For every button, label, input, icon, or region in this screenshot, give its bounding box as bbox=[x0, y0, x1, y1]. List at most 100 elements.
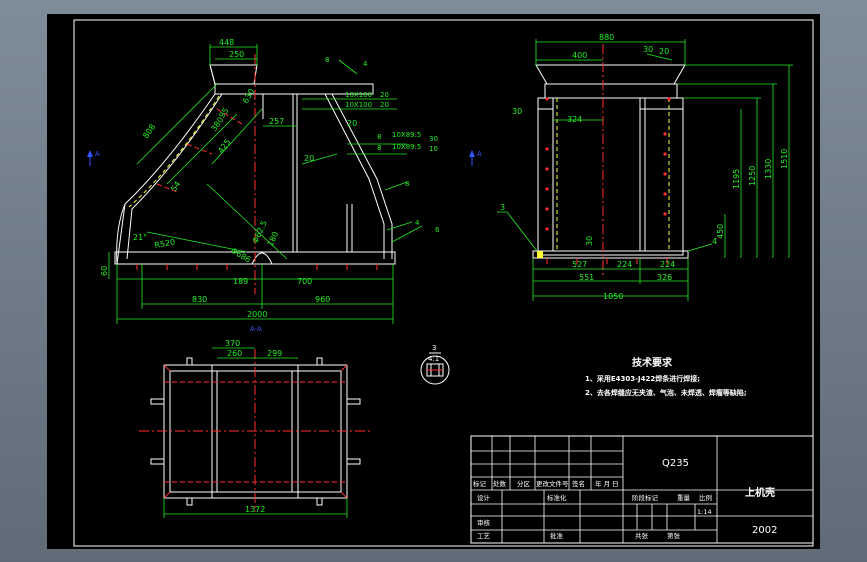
front-view-dimensions bbox=[108, 44, 423, 324]
svg-text:180: 180 bbox=[266, 230, 281, 248]
detail-label-top: 3 bbox=[432, 344, 436, 352]
detail-view: 3 4:1 bbox=[420, 344, 450, 385]
tech-req-item: 1、采用E4303-J422焊条进行焊接; bbox=[585, 374, 700, 383]
plan-view-dim-text: 370 260 299 1372 bbox=[225, 339, 282, 514]
svg-text:21°: 21° bbox=[133, 233, 147, 242]
svg-text:8: 8 bbox=[377, 133, 381, 141]
section-label-left: A bbox=[95, 150, 100, 158]
svg-text:10X89.5: 10X89.5 bbox=[392, 143, 421, 151]
svg-text:20: 20 bbox=[380, 101, 389, 109]
technical-drawing: A A A-A 448 250 257 20 189 bbox=[73, 19, 814, 547]
svg-text:Φ686: Φ686 bbox=[229, 246, 252, 265]
drawing-frame bbox=[73, 19, 814, 547]
scale-text: 1:14 bbox=[697, 508, 712, 516]
svg-text:R520: R520 bbox=[154, 237, 176, 249]
tech-req-item: 2、去各焊缝应无夹渣、气泡、未焊透、焊瘤等缺陷; bbox=[585, 388, 747, 397]
tech-requirements: 技术要求 1、采用E4303-J422焊条进行焊接; 2、去各焊缝应无夹渣、气泡… bbox=[585, 356, 747, 397]
svg-text:10X89.5: 10X89.5 bbox=[392, 131, 421, 139]
svg-text:400: 400 bbox=[572, 51, 587, 60]
svg-text:30: 30 bbox=[643, 45, 653, 54]
side-view bbox=[532, 44, 689, 276]
svg-text:551: 551 bbox=[579, 273, 594, 282]
weld-symbols-front: 8 4 10X100 10X100 20 20 10X89.5 10X89.5 … bbox=[325, 56, 440, 234]
svg-text:30: 30 bbox=[585, 236, 594, 246]
svg-text:审核: 审核 bbox=[477, 518, 491, 527]
svg-text:1510: 1510 bbox=[780, 149, 789, 169]
svg-text:签名: 签名 bbox=[572, 479, 585, 488]
svg-text:重量: 重量 bbox=[677, 494, 691, 502]
svg-text:60: 60 bbox=[100, 266, 109, 276]
svg-text:224: 224 bbox=[617, 260, 632, 269]
title-block: Q235 上机壳 2002 1:14 标记 处数 分区 更改文件号 签名 年 月… bbox=[470, 435, 814, 544]
svg-text:299: 299 bbox=[267, 349, 282, 358]
svg-text:189: 189 bbox=[233, 277, 248, 286]
svg-text:3: 3 bbox=[500, 203, 505, 212]
svg-text:30: 30 bbox=[512, 107, 522, 116]
svg-text:450: 450 bbox=[716, 224, 725, 239]
svg-text:20: 20 bbox=[659, 47, 669, 56]
material-text: Q235 bbox=[662, 458, 689, 469]
svg-text:1195: 1195 bbox=[732, 169, 741, 189]
svg-text:2000: 2000 bbox=[247, 310, 267, 319]
svg-text:20: 20 bbox=[304, 154, 314, 163]
svg-text:370: 370 bbox=[225, 339, 240, 348]
svg-text:8: 8 bbox=[405, 180, 409, 188]
svg-text:标记: 标记 bbox=[473, 479, 487, 488]
svg-text:1250: 1250 bbox=[748, 166, 757, 186]
svg-text:1330: 1330 bbox=[764, 159, 773, 179]
svg-text:4: 4 bbox=[415, 219, 420, 227]
svg-text:830: 830 bbox=[192, 295, 207, 304]
svg-text:425: 425 bbox=[216, 137, 232, 155]
detail-label-bottom: 4:1 bbox=[428, 355, 439, 363]
svg-text:处数: 处数 bbox=[493, 479, 507, 488]
part-name-text: 上机壳 bbox=[745, 486, 775, 499]
svg-text:第张: 第张 bbox=[667, 531, 681, 540]
tech-req-title: 技术要求 bbox=[632, 356, 673, 369]
cad-viewport[interactable]: A A A-A 448 250 257 20 189 bbox=[47, 14, 820, 549]
svg-text:880: 880 bbox=[599, 33, 614, 42]
svg-text:448: 448 bbox=[219, 38, 234, 47]
svg-text:分区: 分区 bbox=[517, 479, 531, 488]
svg-text:年 月 日: 年 月 日 bbox=[595, 479, 619, 488]
svg-text:阶段标记: 阶段标记 bbox=[632, 493, 659, 502]
svg-text:54: 54 bbox=[169, 180, 182, 194]
front-view: A A A-A bbox=[87, 54, 482, 333]
svg-text:260: 260 bbox=[227, 349, 242, 358]
svg-text:10X100: 10X100 bbox=[345, 101, 372, 109]
svg-text:324: 324 bbox=[567, 115, 582, 124]
svg-text:527: 527 bbox=[572, 260, 587, 269]
section-label-right: A bbox=[477, 150, 482, 158]
svg-text:20: 20 bbox=[347, 119, 357, 128]
svg-text:6: 6 bbox=[435, 226, 440, 234]
svg-text:630: 630 bbox=[241, 87, 256, 105]
svg-text:1372: 1372 bbox=[245, 505, 265, 514]
svg-text:比例: 比例 bbox=[699, 493, 712, 502]
front-view-dim-text: 448 250 257 20 189 700 830 960 2000 60 8… bbox=[100, 38, 357, 319]
svg-text:1050: 1050 bbox=[603, 292, 623, 301]
svg-text:10: 10 bbox=[429, 145, 438, 153]
plan-view bbox=[139, 349, 372, 512]
svg-text:批准: 批准 bbox=[550, 531, 564, 540]
svg-text:257: 257 bbox=[269, 117, 284, 126]
plan-view-dimensions bbox=[163, 347, 348, 518]
svg-text:224: 224 bbox=[660, 260, 675, 269]
svg-text:960: 960 bbox=[315, 295, 330, 304]
drawing-no-text: 2002 bbox=[752, 525, 777, 536]
svg-text:4: 4 bbox=[712, 237, 717, 246]
svg-text:4: 4 bbox=[363, 60, 368, 68]
section-label-bottom: A-A bbox=[250, 325, 262, 333]
svg-text:808: 808 bbox=[141, 122, 157, 140]
svg-text:700: 700 bbox=[297, 277, 312, 286]
svg-text:共张: 共张 bbox=[635, 531, 649, 540]
svg-text:更改文件号: 更改文件号 bbox=[536, 479, 569, 488]
svg-text:8: 8 bbox=[325, 56, 329, 64]
side-view-dimensions bbox=[497, 39, 793, 301]
svg-text:10X100: 10X100 bbox=[345, 91, 372, 99]
svg-text:设计: 设计 bbox=[477, 493, 491, 502]
svg-text:工艺: 工艺 bbox=[477, 532, 491, 540]
svg-text:标准化: 标准化 bbox=[547, 493, 567, 502]
svg-text:20: 20 bbox=[380, 91, 389, 99]
svg-text:8: 8 bbox=[377, 144, 381, 152]
side-view-dim-text: 880 400 30 30 324 1510 1330 1250 1195 45… bbox=[500, 33, 789, 301]
svg-text:30: 30 bbox=[429, 135, 438, 143]
